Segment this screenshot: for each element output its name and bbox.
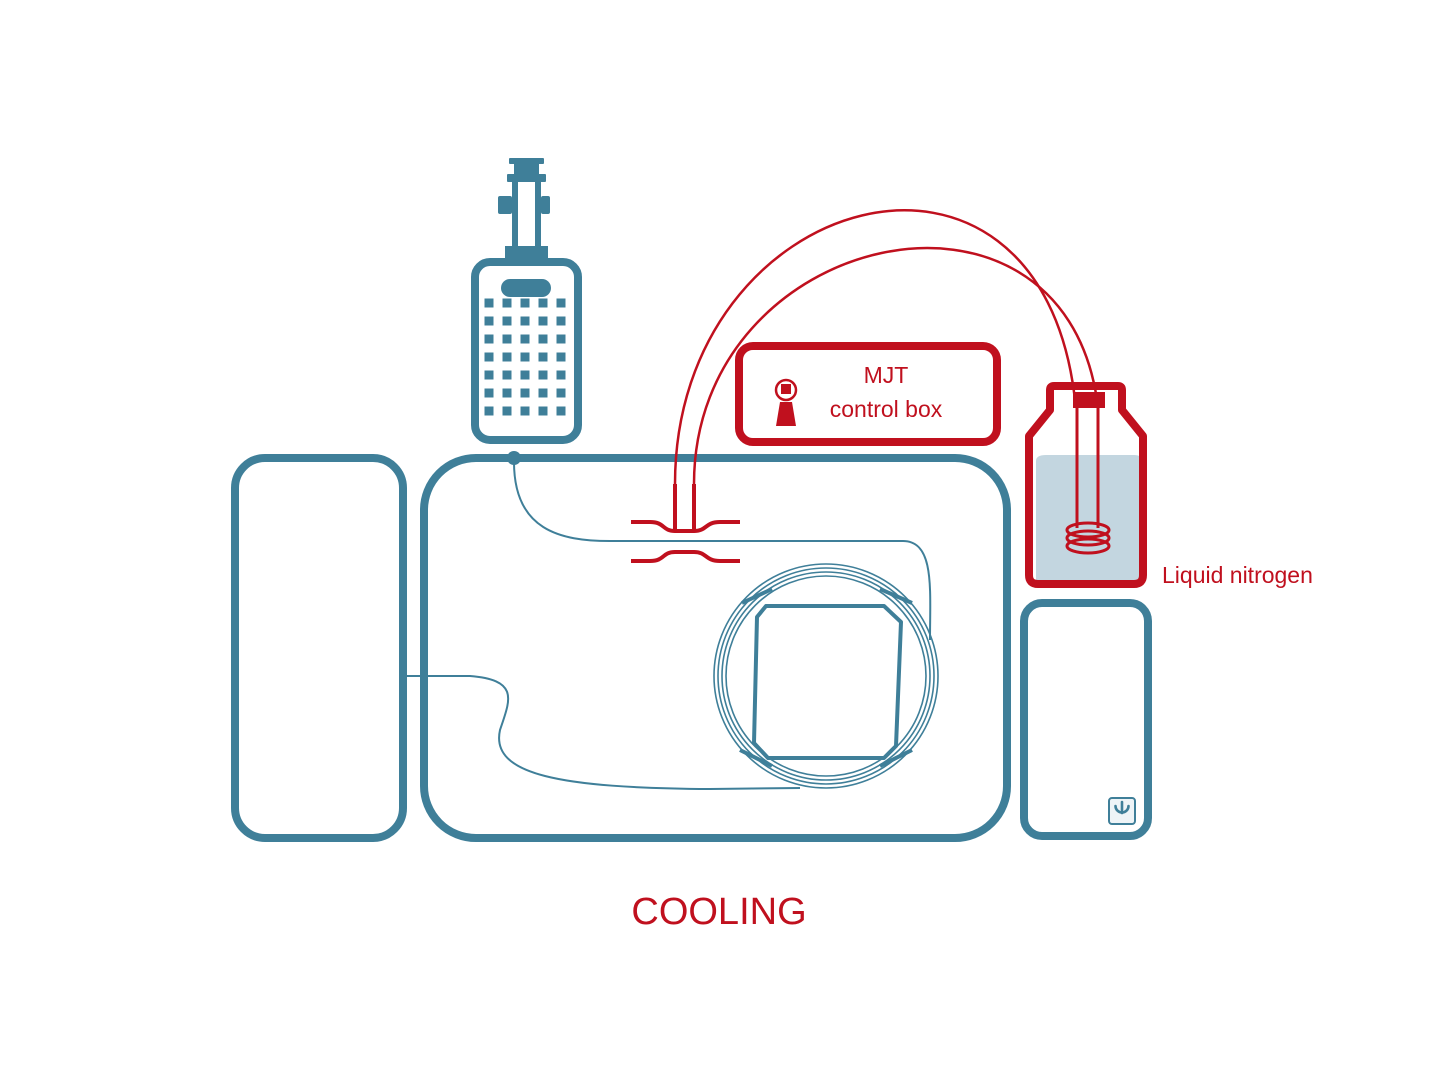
right-module <box>1020 599 1152 840</box>
vent-square <box>520 352 530 362</box>
vent-square <box>520 388 530 398</box>
vent-square <box>556 388 566 398</box>
vent-square <box>502 388 512 398</box>
vent-square <box>484 388 494 398</box>
cooling-coil-icon <box>1065 521 1111 555</box>
vent-square <box>556 316 566 326</box>
vent-square <box>538 334 548 344</box>
vent-square <box>538 352 548 362</box>
mjt-label-line1: MJT <box>864 362 909 388</box>
mjt-label-line2: control box <box>830 396 943 422</box>
vent-square <box>520 370 530 380</box>
vent-square <box>502 406 512 416</box>
valve-icon <box>774 378 798 426</box>
status-label: COOLING <box>631 891 806 933</box>
vent-square <box>556 298 566 308</box>
vent-square <box>538 388 548 398</box>
liquid-nitrogen-label: Liquid nitrogen <box>1162 562 1313 588</box>
vent-square <box>484 370 494 380</box>
vent-square <box>520 334 530 344</box>
left-module <box>231 454 407 842</box>
vent-square <box>484 406 494 416</box>
vent-square <box>556 370 566 380</box>
vent-square <box>502 352 512 362</box>
vent-square <box>502 298 512 308</box>
vent-square <box>502 370 512 380</box>
injector-vent-grid <box>484 298 566 416</box>
vent-square <box>502 334 512 344</box>
mjt-control-box: MJT control box <box>735 342 1001 446</box>
power-icon[interactable] <box>1108 797 1136 825</box>
injector-icon <box>471 158 582 444</box>
vent-square <box>502 316 512 326</box>
vent-square <box>556 334 566 344</box>
column-coil-icon <box>713 563 939 789</box>
mjt-nozzle <box>631 484 740 563</box>
capillary-lines <box>405 451 932 791</box>
liquid-nitrogen-fill <box>1036 455 1142 580</box>
vent-square <box>484 352 494 362</box>
vent-square <box>484 298 494 308</box>
vent-square <box>484 334 494 344</box>
vent-square <box>538 406 548 416</box>
inlet-connector <box>507 451 521 465</box>
vent-square <box>538 298 548 308</box>
vent-square <box>520 316 530 326</box>
gc-oven-body <box>420 454 1011 842</box>
vent-square <box>538 370 548 380</box>
vent-square <box>538 316 548 326</box>
mjt-transfer-hose <box>673 209 1099 485</box>
vent-square <box>520 298 530 308</box>
vent-square <box>556 406 566 416</box>
vent-square <box>484 316 494 326</box>
vent-square <box>556 352 566 362</box>
dewar-icon <box>1025 382 1147 588</box>
vent-square <box>520 406 530 416</box>
